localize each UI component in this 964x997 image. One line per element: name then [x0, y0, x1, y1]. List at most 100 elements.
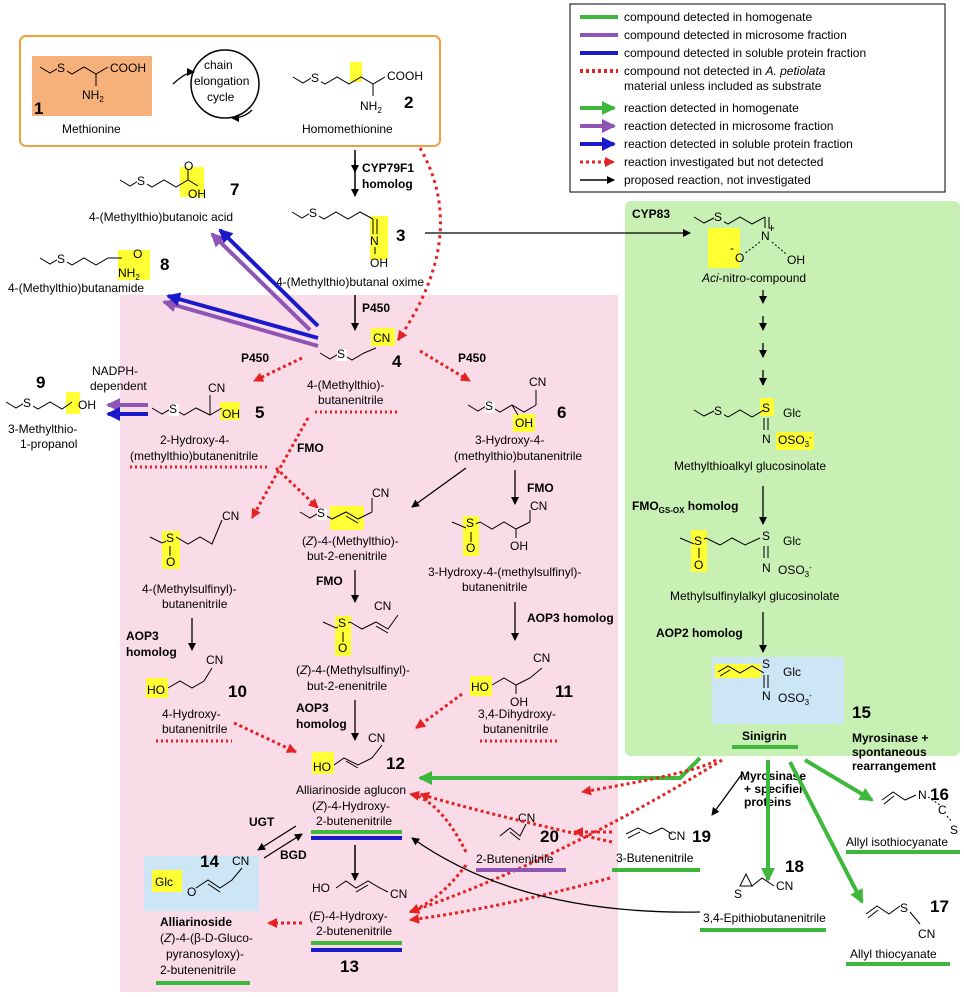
atom-cn: CN [374, 599, 391, 613]
compound-name-12a: Alliarinoside aglucon [296, 783, 406, 797]
atom-nh2: NH2 [82, 88, 104, 104]
compound-1-methionine: S COOH NH2 1 Methionine [34, 61, 146, 136]
atom-o: O [338, 641, 347, 655]
atom-cn: CN [372, 486, 389, 500]
compound-19-3-butenenitrile: CN 19 3-Butenenitrile [612, 827, 711, 872]
compound-aci-nitro: S N + O - OH Aci-nitro-compound [693, 210, 806, 285]
atom-oh: OH [188, 187, 206, 201]
compound-name-14: Alliarinoside [160, 915, 232, 929]
compound-name-10a: 4-Hydroxy- [162, 707, 221, 721]
compound-number-1: 1 [34, 99, 43, 118]
compound-number-12: 12 [386, 754, 405, 773]
legend-label-4: compound not detected in A. petiolata [624, 64, 826, 78]
enzyme-aop3-b: AOP3 homolog [527, 611, 614, 625]
atom-c: C [938, 803, 947, 817]
compound-name-msbn-b: butanenitrile [162, 597, 228, 611]
atom-s-2: S [762, 401, 770, 415]
compound-name-aci: Aci-nitro-compound [701, 271, 806, 285]
atom-cn: CN [208, 381, 225, 395]
compound-6: S OH CN 6 3-Hydroxy-4- (methylthio)butan… [454, 375, 582, 463]
arrow-15-to-13 [409, 758, 723, 914]
compound-name-12b: (Z)-4-Hydroxy- [312, 799, 390, 813]
compound-number-5: 5 [255, 403, 264, 422]
enzyme-fmo-3: FMO [316, 574, 343, 588]
atom-o: O [187, 885, 196, 899]
compound-name-hmsb-a: 3-Hydroxy-4-(methylsulfinyl)- [428, 565, 581, 579]
compound-name-1: Methionine [62, 122, 121, 136]
compound-name-2: Homomethionine [302, 122, 393, 136]
atom-s: S [900, 901, 908, 915]
atom-nh2: NH2 [360, 99, 382, 115]
cycle-label: cycle [207, 90, 235, 104]
methionine-highlight [32, 56, 152, 116]
atom-s: S [137, 174, 145, 188]
compound-number-19: 19 [692, 827, 711, 846]
arrow-18-to-12 [411, 837, 701, 913]
atom-s: S [466, 516, 474, 530]
compound-10: HO CN 10 4-Hydroxy- butanenitrile [146, 653, 247, 743]
compound-number-6: 6 [557, 403, 566, 422]
atom-s: S [57, 252, 65, 266]
chain-label: chain [204, 58, 233, 72]
compound-z-methylsulfinyl-butenenitrile: S O CN (Z)-4-(Methylsulfinyl)- but-2-ene… [296, 599, 410, 693]
arrow-4-to-6 [419, 349, 471, 383]
arrow-15-to-20 [581, 758, 717, 796]
atom-ho: HO [147, 683, 165, 697]
arrow-4-to-8-soluble [166, 292, 319, 340]
compound-number-18: 18 [785, 857, 804, 876]
atom-s: S [311, 71, 319, 85]
compound-number-15: 15 [852, 703, 871, 722]
compound-name-zmtb-b: but-2-enenitrile [307, 549, 387, 563]
atom-cn: CN [222, 509, 239, 523]
chain-elongation-cycle: chain elongation cycle [172, 49, 260, 122]
arrow-15-to-19 [711, 773, 743, 816]
arrow-12-to-14 [257, 825, 297, 851]
compound-9: S OH 9 3-Methylthio- 1-propanol [5, 373, 96, 451]
atom-s: S [166, 531, 174, 545]
compound-name-mtag: Methylthioalkyl glucosinolate [674, 459, 826, 473]
compound-name-10b: butanenitrile [162, 722, 228, 736]
atom-n: N [762, 432, 771, 446]
atom-s: S [950, 823, 958, 837]
green-region [625, 201, 960, 756]
compound-name-11a: 3,4-Dihydroxy- [478, 707, 556, 721]
compound-16-allyl-isothiocyanate: N C S 16 Allyl isothiocyanate [846, 785, 960, 854]
enzyme-specifier-2: + specifier [744, 782, 804, 796]
compound-20-2-butenenitrile: CN 20 2-Butenenitrile [476, 811, 566, 872]
compound-name-4b: butanenitrile [318, 393, 384, 407]
atom-n: N [762, 689, 771, 703]
atom-s: S [169, 402, 177, 416]
compound-18-epithiobutanenitrile: S CN 18 3,4-Epithiobutanenitrile [700, 857, 826, 932]
atom-o: O [694, 558, 703, 572]
arrow-14-to-12 [263, 833, 303, 859]
compound-name-19: 3-Butenenitrile [616, 851, 694, 865]
enzyme-myrosinase-1: Myrosinase + [852, 731, 928, 745]
compound-13: HO CN (E)-4-Hydroxy- 2-butenenitrile 13 [309, 880, 407, 976]
compound-number-17: 17 [930, 897, 949, 916]
arrow-4-to-5 [253, 356, 303, 383]
compound-number-8: 8 [160, 255, 169, 274]
enzyme-nadph-1: NADPH- [92, 364, 138, 378]
atom-cn: CN [668, 829, 685, 843]
compound-4: S CN 4 4-(Methylthio)- butanenitrile [307, 328, 402, 414]
atom-oso3: OSO3- [778, 563, 812, 579]
atom-o: O [735, 251, 744, 265]
atom-oh: OH [787, 253, 805, 267]
atom-cn: CN [373, 331, 390, 345]
compound-name-14c: pyranosyloxy)- [166, 947, 244, 961]
atom-cn: CN [918, 927, 935, 941]
compound-number-13: 13 [340, 957, 359, 976]
legend-label-5: reaction detected in homogenate [624, 101, 799, 115]
atom-s: S [734, 887, 742, 901]
compound-methylsulfinyl-butanenitrile: S O CN 4-(Methylsulfinyl)- butanenitrile [142, 509, 239, 611]
arrow-20-to-13 [409, 864, 468, 914]
atom-glc: Glc [783, 665, 801, 679]
compound-14-alliarinoside: Glc O CN 14 Alliarinoside (Z)-4-(β-D-Glu… [152, 852, 253, 985]
elongation-label: elongation [194, 74, 249, 88]
enzyme-ugt: UGT [249, 815, 275, 829]
compound-name-3: 4-(Methylthio)butanal oxime [276, 275, 424, 289]
arrow-15-to-16 [803, 758, 874, 802]
compound-name-13b: 2-butenenitrile [316, 924, 392, 938]
compound-name-hmsb-b: butanenitrile [462, 580, 528, 594]
